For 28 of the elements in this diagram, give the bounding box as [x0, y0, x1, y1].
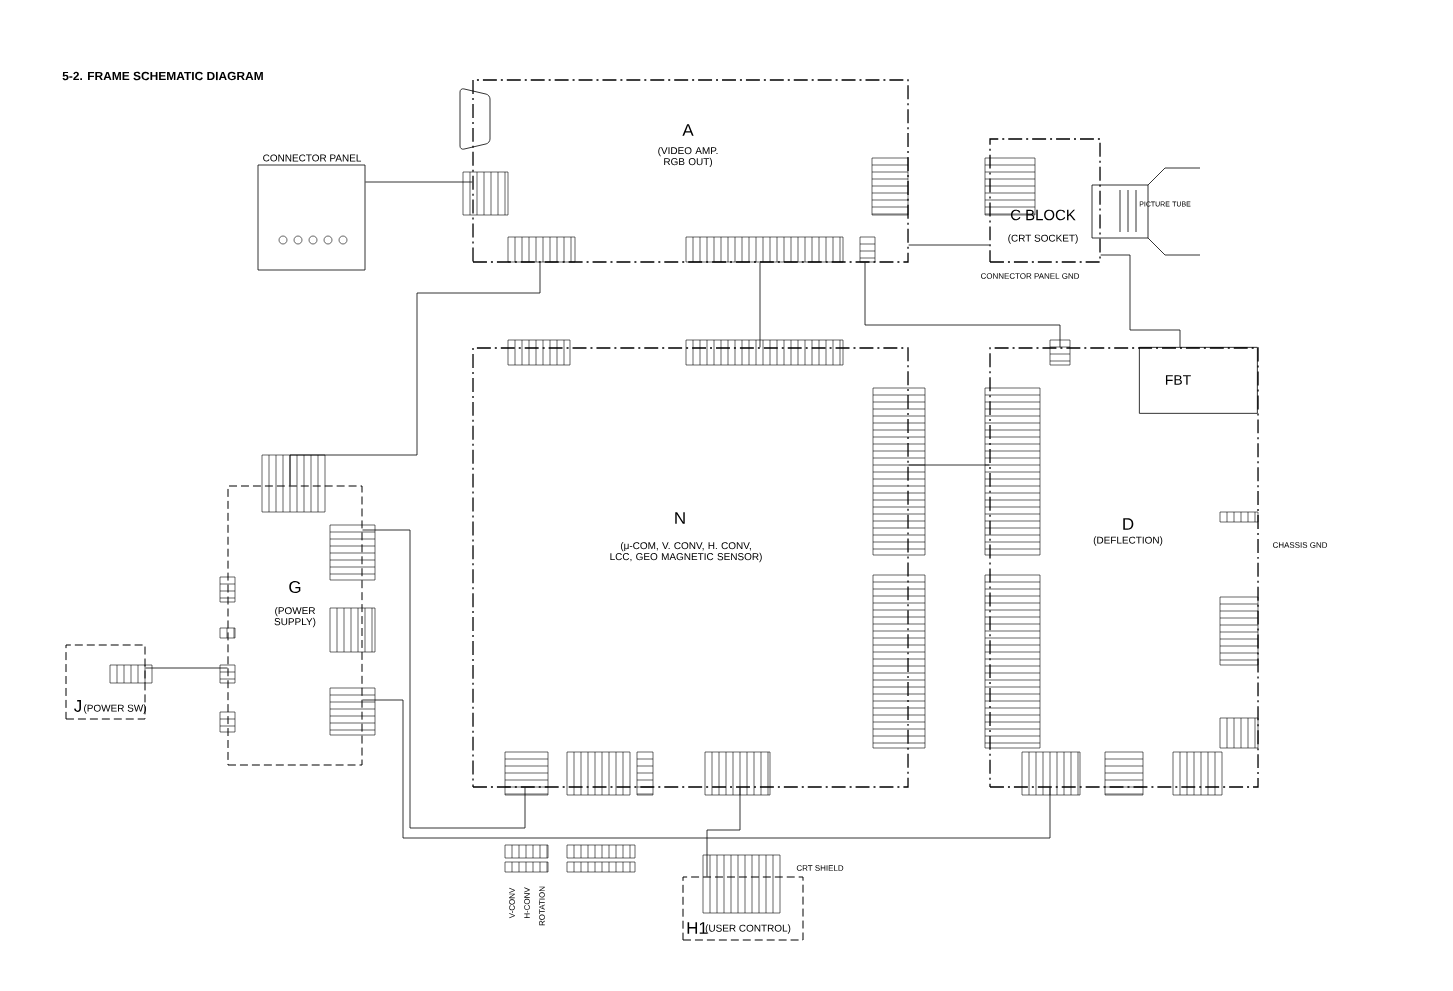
- title: 5-2. FRAME SCHEMATIC DIAGRAM: [62, 71, 263, 81]
- cable: [864, 262, 1061, 348]
- cable: [908, 244, 990, 246]
- board-description: (POWER SW): [84, 704, 146, 714]
- board-letter: D: [1123, 518, 1134, 530]
- board-letter: A: [682, 124, 694, 136]
- cable: [362, 529, 526, 829]
- board-description: (CRT SOCKET): [1008, 234, 1078, 244]
- unit-label: FBT: [1166, 375, 1191, 385]
- cable: [1100, 254, 1181, 348]
- board-description: (POWER SUPPLY): [274, 606, 316, 628]
- board-description: (DEFLECTION): [1093, 536, 1163, 546]
- board-description: (VIDEO AMP. RGB OUT): [658, 146, 718, 168]
- board-letter: C BLOCK: [1011, 209, 1076, 221]
- cable: [908, 464, 990, 466]
- cable: [365, 181, 473, 183]
- cable: [289, 262, 541, 486]
- board-letter: J: [74, 700, 81, 712]
- cable: [362, 699, 1051, 839]
- board-description: (μ-COM, V. CONV, H. CONV, LCC, GEO MAGNETIC SENSOR): [610, 541, 762, 563]
- board-letter: H1: [687, 922, 707, 934]
- board-description: (USER CONTROL): [705, 924, 791, 934]
- cable: [759, 262, 761, 348]
- board-letter: G: [289, 581, 301, 593]
- cable: [145, 667, 228, 669]
- cable: [706, 787, 741, 877]
- board-letter: N: [675, 512, 685, 524]
- unit-label: CONNECTOR PANEL: [263, 154, 362, 162]
